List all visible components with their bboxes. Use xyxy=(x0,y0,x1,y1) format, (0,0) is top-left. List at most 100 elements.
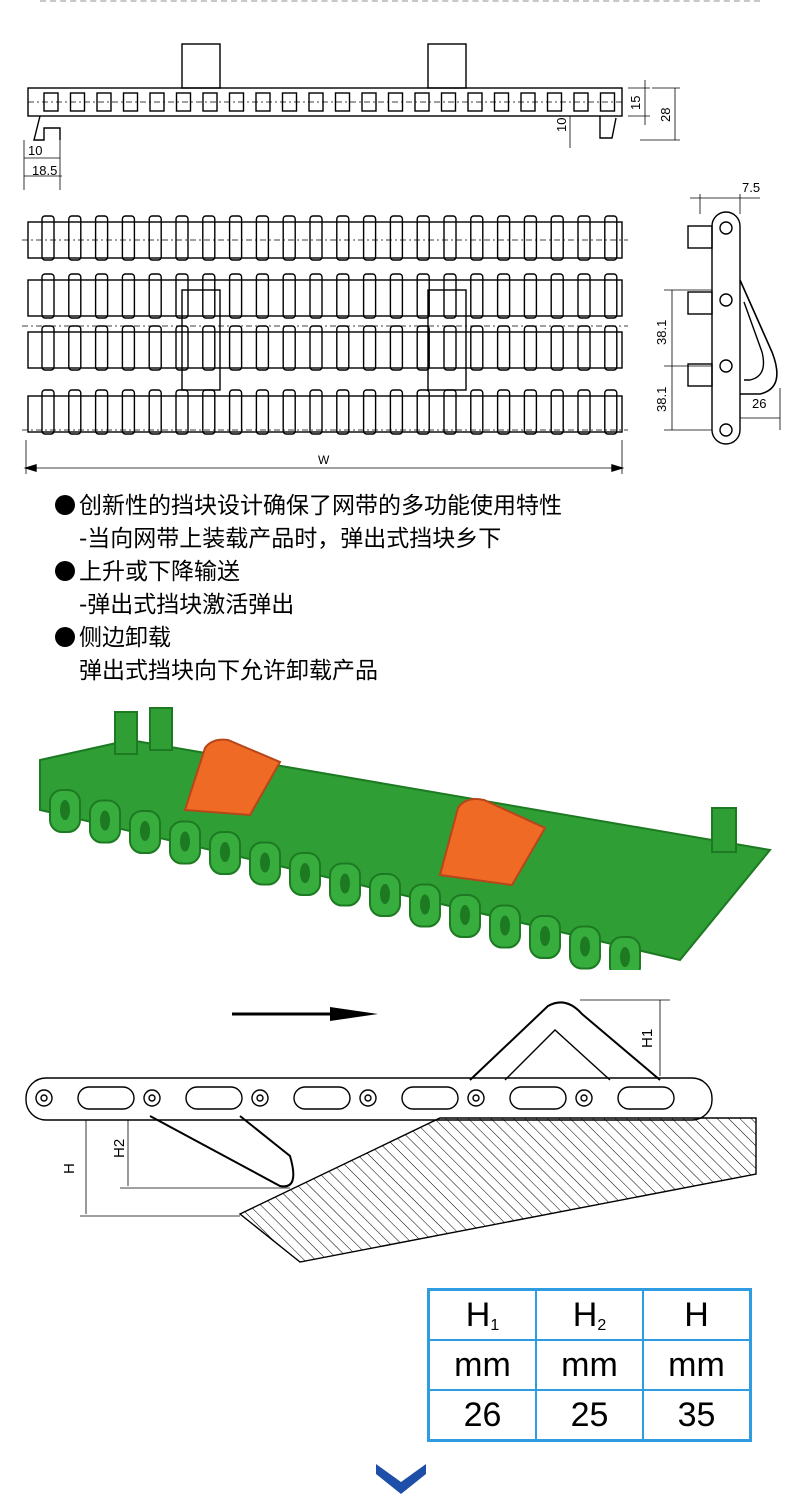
top-flight-left xyxy=(181,289,221,391)
top-row-link xyxy=(148,215,162,261)
top-flight-right xyxy=(427,289,467,391)
feature-line-2: -当向网带上装载产品时，弹出式挡块乡下 xyxy=(79,526,502,552)
edge-clip-left-2 xyxy=(149,707,173,751)
top-row-link xyxy=(282,273,296,319)
belt-technical-drawing: 10 18.5 10 15 28 7.5 38.1 38.1 26 W xyxy=(22,43,781,474)
label-h: H xyxy=(61,1163,78,1174)
chevron-down-icon[interactable] xyxy=(376,1462,426,1494)
chain-links xyxy=(25,1077,713,1121)
top-row-link xyxy=(389,273,404,319)
top-row-outline xyxy=(27,395,623,433)
unit-cell: mm xyxy=(535,1339,644,1391)
feature-line-5: 侧边卸载 xyxy=(55,622,775,655)
top-row-link xyxy=(68,273,82,319)
value-cell: 25 xyxy=(535,1389,644,1442)
table-value-row: 26 25 35 xyxy=(427,1389,752,1442)
feature-line-1: 创新性的挡块设计确保了网带的多功能使用特性 xyxy=(55,490,775,523)
top-row-outline xyxy=(27,279,623,317)
top-row-link xyxy=(577,389,591,435)
label-h2: H2 xyxy=(111,1139,128,1158)
belt-link-hole xyxy=(460,905,470,925)
side-link xyxy=(122,92,139,112)
top-row-link xyxy=(68,389,82,435)
side-link xyxy=(96,92,112,112)
top-row-link xyxy=(470,273,484,319)
bullet-icon xyxy=(55,495,75,515)
top-row-link xyxy=(362,215,377,261)
top-row-link xyxy=(389,215,404,261)
top-row-link xyxy=(202,273,216,319)
dim-10-side: 10 xyxy=(554,118,569,132)
top-row-link xyxy=(416,273,430,319)
top-row-link xyxy=(604,389,618,435)
belt-links xyxy=(49,789,641,970)
dim-26: 26 xyxy=(752,396,766,411)
chain-pin-center xyxy=(472,1094,480,1102)
chain-slot xyxy=(509,1086,567,1110)
spec-table: H1 H2 H mm mm mm 26 25 35 xyxy=(427,1288,752,1442)
side-link xyxy=(361,92,377,112)
chain-slot xyxy=(293,1086,351,1110)
dim-38-1-a: 38.1 xyxy=(654,320,669,345)
chain-pin xyxy=(575,1089,593,1107)
top-row-link xyxy=(550,215,564,261)
value-cell: 26 xyxy=(427,1389,537,1442)
feature-line-4: -弹出式挡块激活弹出 xyxy=(79,592,295,618)
unit-cell: mm xyxy=(427,1339,537,1391)
top-row-link xyxy=(443,273,457,319)
dim-7-5: 7.5 xyxy=(742,180,760,195)
chain-pin xyxy=(467,1089,485,1107)
table-unit-row: mm mm mm xyxy=(427,1339,752,1391)
top-row-link xyxy=(255,215,270,261)
top-row-link xyxy=(94,389,109,435)
side-link xyxy=(599,92,616,112)
unloading-mechanism-diagram: H H2 H1 xyxy=(25,999,757,1263)
unit-cell: mm xyxy=(642,1339,752,1391)
top-row-link xyxy=(604,273,618,319)
belt-link-hole xyxy=(620,947,630,967)
belt-link-hole xyxy=(260,852,270,873)
chain-pin-center xyxy=(40,1094,48,1102)
top-row-link xyxy=(604,215,618,261)
top-row-link xyxy=(550,273,564,319)
top-row-link xyxy=(41,215,55,261)
dim-38-1-b: 38.1 xyxy=(654,387,669,412)
belt-link-hole xyxy=(300,863,310,883)
header-h2: H2 xyxy=(535,1288,644,1341)
top-dashed-divider xyxy=(40,0,760,2)
chain-slot xyxy=(617,1086,675,1110)
feature-list: 创新性的挡块设计确保了网带的多功能使用特性 -当向网带上装载产品时，弹出式挡块乡… xyxy=(55,490,775,688)
top-row-link xyxy=(228,389,243,435)
top-row-link xyxy=(121,325,136,371)
orange-flight-1 xyxy=(183,738,282,817)
top-row-link xyxy=(309,215,323,261)
top-row-link xyxy=(523,389,538,435)
top-row-link xyxy=(470,389,484,435)
top-row-link xyxy=(336,325,350,371)
top-row-link xyxy=(470,325,484,371)
side-flight-left xyxy=(181,43,221,89)
belt-link-hole xyxy=(580,936,590,957)
top-row-link xyxy=(496,389,511,435)
top-row-link xyxy=(41,273,55,319)
chain-pin-center xyxy=(580,1094,588,1102)
top-row-link xyxy=(94,273,109,319)
top-row-link xyxy=(416,389,430,435)
belt-link-hole xyxy=(420,894,430,915)
top-row-link xyxy=(255,273,270,319)
chain-pin-center xyxy=(148,1094,156,1102)
belt-link-hole xyxy=(100,810,110,831)
top-row-link xyxy=(443,215,457,261)
bullet-icon xyxy=(55,561,75,581)
dim-10-bottom: 10 xyxy=(28,143,42,158)
flight-down xyxy=(149,1115,295,1188)
chain-pin-center xyxy=(364,1094,372,1102)
top-row-link xyxy=(470,215,484,261)
top-row-link xyxy=(362,325,377,371)
top-row-link xyxy=(309,273,323,319)
orange-flight-2 xyxy=(438,798,547,887)
top-row-link xyxy=(336,389,350,435)
side-link xyxy=(175,92,192,112)
chain-pins xyxy=(35,1086,675,1110)
top-row-link xyxy=(362,273,377,319)
